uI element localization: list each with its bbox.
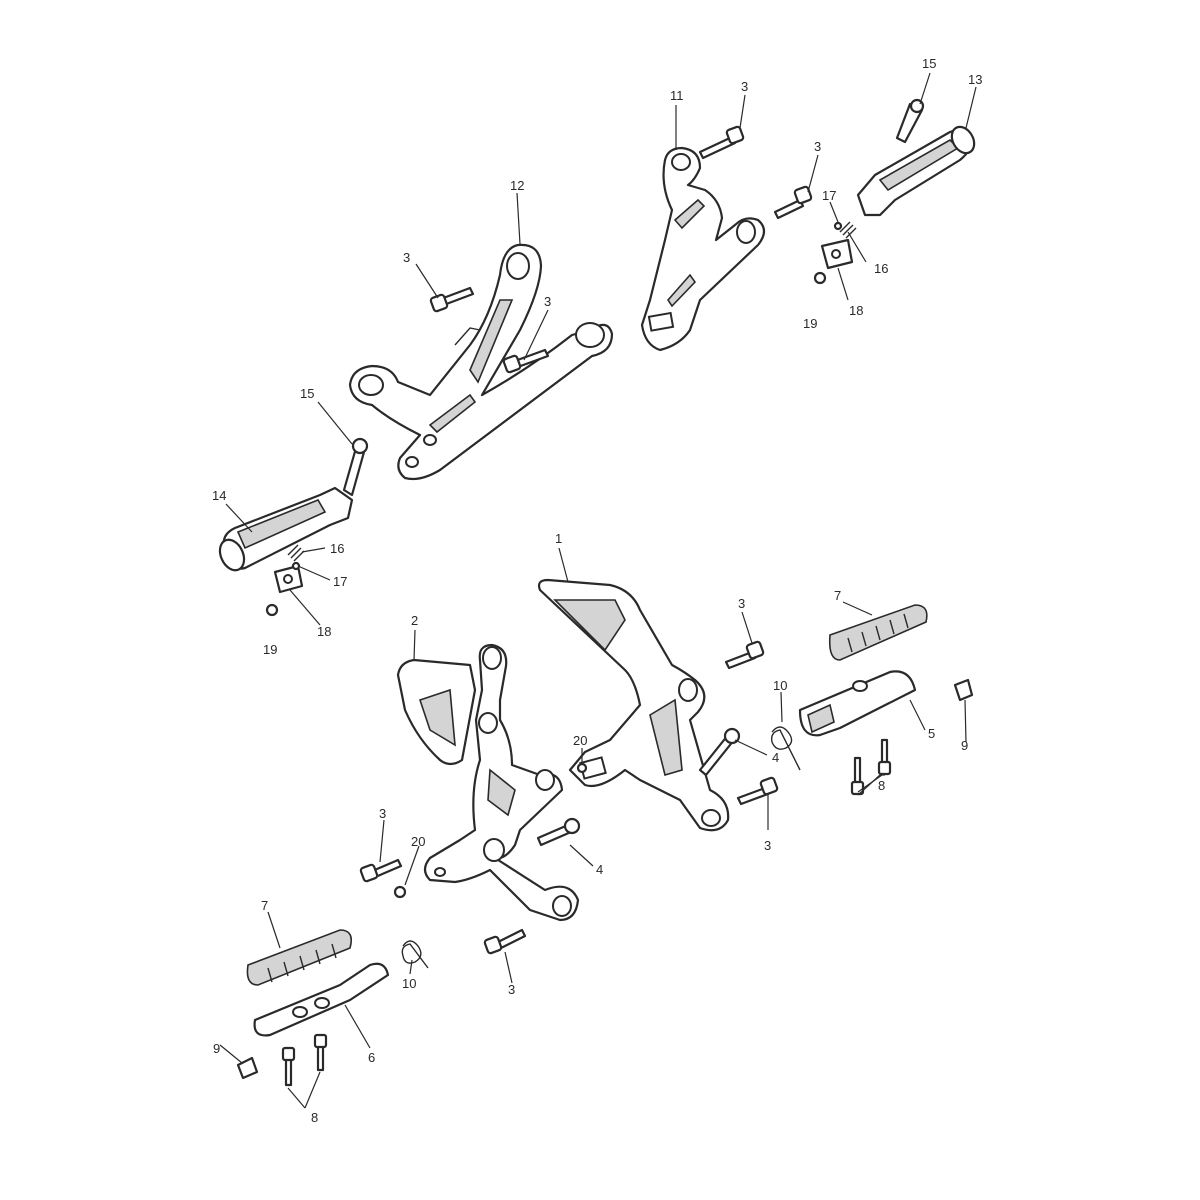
callout-3: 3	[508, 982, 515, 997]
callout-5: 5	[928, 726, 935, 741]
callout-labels: 11 3 3 15 13 17 16 18 19 12 3 3 15 14 16…	[212, 56, 982, 1125]
front-footpeg-left	[253, 962, 390, 1037]
callout-3: 3	[544, 294, 551, 309]
rear-hanger-left	[348, 243, 614, 481]
spring-16-left	[287, 544, 305, 562]
callout-15: 15	[922, 56, 936, 71]
callout-19: 19	[803, 316, 817, 331]
bolt-3-d	[773, 185, 813, 220]
callout-2: 2	[411, 613, 418, 628]
pin-9-left	[236, 1056, 259, 1080]
bolt-3-b	[502, 348, 550, 374]
pin-9-right	[953, 678, 974, 702]
callout-16: 16	[874, 261, 888, 276]
callout-8: 8	[311, 1110, 318, 1125]
callout-17: 17	[333, 574, 347, 589]
callout-7: 7	[834, 588, 841, 603]
callout-20: 20	[411, 834, 425, 849]
ball-17-right	[833, 221, 843, 231]
rubber-7-left	[246, 929, 353, 986]
callout-3: 3	[764, 838, 771, 853]
rubber-7-right	[828, 604, 928, 661]
callout-10: 10	[402, 976, 416, 991]
callout-16: 16	[330, 541, 344, 556]
spring-16-right	[839, 221, 857, 239]
plate-18-left	[273, 564, 304, 594]
callout-12: 12	[510, 178, 524, 193]
callout-18: 18	[317, 624, 331, 639]
callout-14: 14	[212, 488, 226, 503]
callout-20: 20	[573, 733, 587, 748]
callout-10: 10	[773, 678, 787, 693]
bolts-8-left	[281, 1033, 328, 1087]
washer-19-left	[265, 603, 279, 617]
callout-3: 3	[738, 596, 745, 611]
callout-15: 15	[300, 386, 314, 401]
callout-19: 19	[263, 642, 277, 657]
pivot-pin-4-a	[698, 727, 741, 777]
callout-7: 7	[261, 898, 268, 913]
pivot-pin-4-b	[536, 817, 581, 847]
bolt-3-g	[359, 858, 403, 883]
callout-4: 4	[596, 862, 603, 877]
rear-footpeg-right	[856, 98, 976, 217]
rear-hanger-right	[640, 146, 766, 352]
front-footpeg-right	[798, 670, 917, 737]
washer-20-b	[393, 885, 407, 899]
callout-3: 3	[403, 250, 410, 265]
callout-4: 4	[772, 750, 779, 765]
callout-18: 18	[849, 303, 863, 318]
callout-6: 6	[368, 1050, 375, 1065]
bolt-3-a	[429, 286, 475, 313]
leader-lines	[219, 72, 977, 1109]
callout-11: 11	[670, 88, 684, 103]
rear-footpeg-left	[218, 437, 369, 572]
bolt-3-e	[724, 640, 765, 670]
callout-8: 8	[878, 778, 885, 793]
callout-9: 9	[213, 1041, 220, 1056]
bolt-3-f	[736, 776, 779, 806]
callout-3: 3	[814, 139, 821, 154]
spring-10-left	[401, 940, 429, 969]
callout-13: 13	[968, 72, 982, 87]
callout-1: 1	[555, 531, 562, 546]
front-hanger-left	[423, 643, 580, 922]
heel-guard-right	[537, 578, 730, 832]
bolt-3-c	[698, 125, 745, 160]
callout-3: 3	[379, 806, 386, 821]
washer-20-a	[576, 762, 588, 774]
spring-10-right	[770, 726, 801, 771]
plate-18-right	[820, 238, 854, 270]
callout-9: 9	[961, 738, 968, 753]
bolt-3-h	[483, 928, 527, 955]
callout-17: 17	[822, 188, 836, 203]
callout-3: 3	[741, 79, 748, 94]
heel-guard-left	[396, 658, 477, 766]
washer-19-right	[813, 271, 827, 285]
